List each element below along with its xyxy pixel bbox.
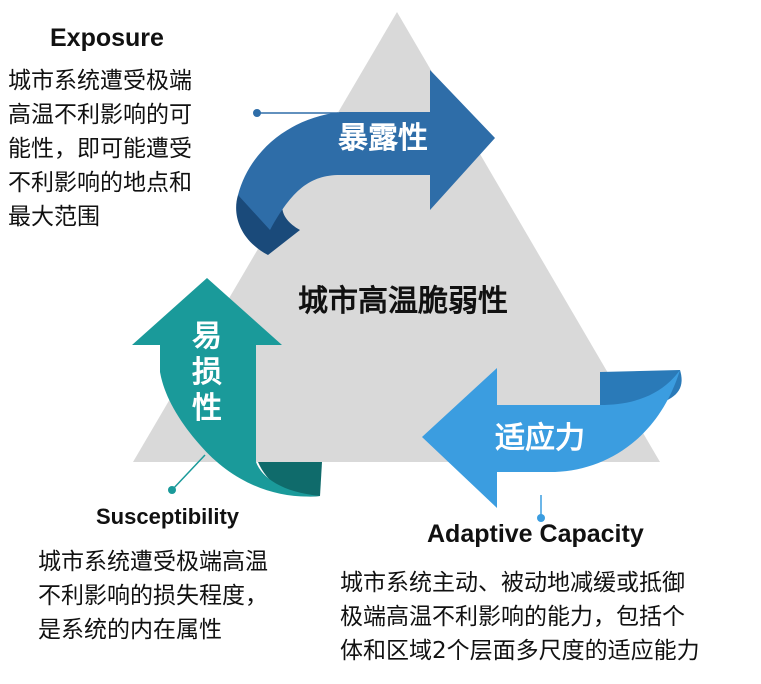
susceptibility-line: 城市系统遭受极端高温 [38,549,268,575]
adaptive-arrow-body [422,368,680,508]
triangle [133,12,660,462]
exposure-line: 能性，即可能遭受 [8,136,192,162]
exposure-description: 城市系统遭受极端 高温不利影响的可 能性，即可能遭受 不利影响的地点和 最大范围 [8,64,192,234]
adaptive-arrow-label: 适应力 [495,421,585,456]
susceptibility-title: Susceptibility [96,504,240,529]
susceptibility-arrow-fold [258,462,322,497]
exposure-title: Exposure [50,24,164,52]
susceptibility-arrow-body [132,278,320,497]
exposure-line: 高温不利影响的可 [8,102,192,128]
susceptibility-arrow [132,278,322,497]
adaptive-line: 极端高温不利影响的能力，包括个 [340,604,685,630]
leader-exposure [253,109,338,117]
exposure-arrow-label: 暴露性 [338,121,428,156]
susceptibility-line: 不利影响的损失程度， [38,583,268,609]
center-label: 城市高温脆弱性 [298,284,508,319]
susceptibility-arrow-char: 损 [192,355,222,390]
susceptibility-arrow-label: 易 损 性 [192,319,222,426]
susceptibility-arrow-char: 性 [192,391,222,426]
adaptive-line: 体和区域2个层面多尺度的适应能力 [340,638,700,664]
exposure-arrow-body [238,70,495,230]
susceptibility-arrow-char: 易 [192,319,222,354]
adaptive-title: Adaptive Capacity [427,520,644,548]
susceptibility-description: 城市系统遭受极端高温 不利影响的损失程度， 是系统的内在属性 [38,545,268,647]
leader-susceptibility [168,454,206,494]
leader-adaptive [537,495,545,522]
exposure-arrow [236,70,495,255]
susceptibility-line: 是系统的内在属性 [38,617,222,643]
exposure-line: 城市系统遭受极端 [8,68,192,94]
adaptive-arrow [422,368,682,508]
adaptive-line: 城市系统主动、被动地减缓或抵御 [340,570,685,596]
adaptive-description: 城市系统主动、被动地减缓或抵御 极端高温不利影响的能力，包括个 体和区域2个层面… [340,566,700,668]
exposure-line: 不利影响的地点和 [8,170,192,196]
exposure-line: 最大范围 [8,204,100,230]
